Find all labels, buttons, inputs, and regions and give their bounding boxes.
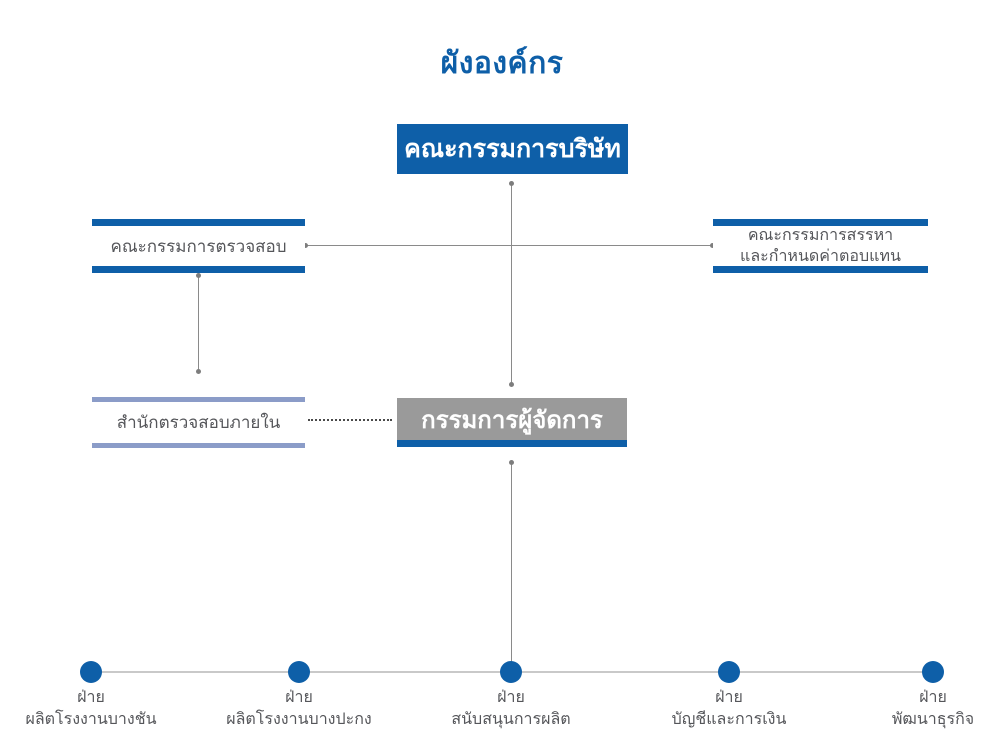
node-board-of-directors-label: คณะกรรมการบริษัท [404, 134, 621, 163]
department-prefix: ฝ่าย [919, 687, 947, 706]
node-nomination-committee: คณะกรรมการสรรหา และกำหนดค่าตอบแทน [713, 219, 928, 273]
department-item-accounting-finance: ฝ่าย บัญชีและการเงิน [629, 661, 829, 729]
connector-endpoint-dot [710, 243, 715, 248]
page-title: ผังองค์กร [440, 46, 564, 81]
node-managing-director-label: กรรมการผู้จัดการ [421, 405, 603, 434]
connector-endpoint-dot [303, 243, 308, 248]
node-board-of-directors: คณะกรรมการบริษัท [397, 124, 628, 174]
node-nomination-committee-label-line1: คณะกรรมการสรรหา [747, 225, 894, 245]
department-node-dot [500, 661, 522, 683]
connector-endpoint-dot [196, 273, 201, 278]
department-name: ผลิตโรงงานบางปะกง [226, 708, 372, 728]
department-item-business-development: ฝ่าย พัฒนาธุรกิจ [833, 661, 1004, 729]
connector-committees [305, 245, 713, 246]
connector-audit-to-internal-audit [198, 275, 199, 372]
node-audit-committee-label: คณะกรรมการตรวจสอบ [110, 236, 287, 257]
department-name: ผลิตโรงงานบางชัน [25, 708, 157, 728]
department-item-bangchan-production: ฝ่าย ผลิตโรงงานบางชัน [0, 661, 191, 729]
department-node-dot [80, 661, 102, 683]
department-name: บัญชีและการเงิน [671, 708, 787, 728]
connector-board-to-md [511, 183, 512, 385]
department-node-dot [288, 661, 310, 683]
department-prefix: ฝ่าย [715, 687, 743, 706]
department-node-dot [718, 661, 740, 683]
department-name: สนับสนุนการผลิต [451, 708, 571, 728]
department-prefix: ฝ่าย [285, 687, 313, 706]
node-audit-committee: คณะกรรมการตรวจสอบ [92, 219, 305, 273]
node-internal-audit-office: สำนักตรวจสอบภายใน [92, 397, 305, 448]
connector-md-to-departments [511, 463, 512, 672]
node-nomination-committee-label-line2: และกำหนดค่าตอบแทน [740, 246, 901, 265]
department-name: พัฒนาธุรกิจ [891, 708, 975, 728]
connector-endpoint-dot [509, 460, 514, 465]
department-item-production-support: ฝ่าย สนับสนุนการผลิต [411, 661, 611, 729]
node-managing-director: กรรมการผู้จัดการ [397, 398, 627, 447]
connector-endpoint-dot [509, 181, 514, 186]
department-item-bangpakong-production: ฝ่าย ผลิตโรงงานบางปะกง [199, 661, 399, 729]
node-internal-audit-office-label: สำนักตรวจสอบภายใน [116, 413, 281, 433]
department-node-dot [922, 661, 944, 683]
department-prefix: ฝ่าย [77, 687, 105, 706]
connector-internal-audit-to-md-dotted [308, 419, 392, 421]
connector-endpoint-dot [196, 369, 201, 374]
department-prefix: ฝ่าย [497, 687, 525, 706]
connector-endpoint-dot [509, 382, 514, 387]
